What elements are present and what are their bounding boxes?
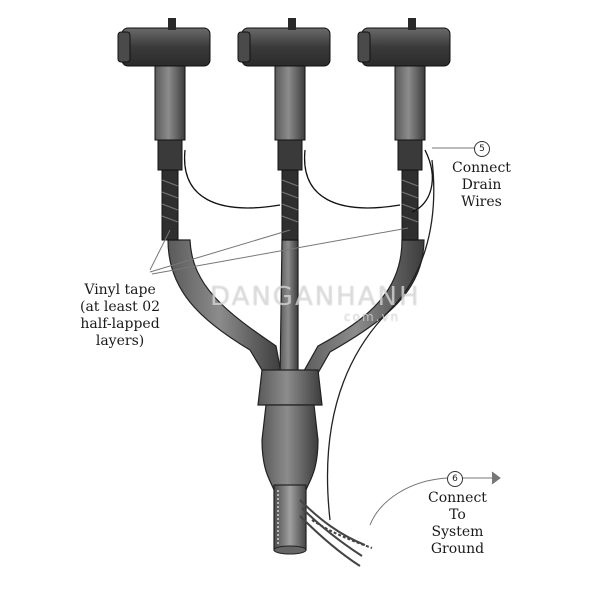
leader-lines — [149, 147, 501, 526]
elbow-connector-center — [237, 18, 331, 241]
watermark-main: DANGANHANH — [210, 282, 421, 312]
watermark-sub: com.vn — [344, 310, 401, 324]
ground-wire — [326, 159, 435, 521]
elbow-connector-right — [357, 18, 451, 241]
main-cable — [273, 484, 307, 555]
connect-drain-wires-label: Connect Drain Wires — [452, 160, 511, 210]
elbow-connector-left — [117, 18, 211, 241]
step-6-marker: 6 — [447, 471, 463, 487]
breakout-boot — [257, 369, 323, 491]
connect-system-ground-label: Connect To System Ground — [428, 490, 487, 557]
vinyl-tape-label: Vinyl tape (at least 02 half-lapped laye… — [80, 282, 161, 349]
drain-wires — [183, 149, 433, 213]
step-5-marker: 5 — [474, 141, 490, 157]
braid-wires — [299, 499, 373, 567]
